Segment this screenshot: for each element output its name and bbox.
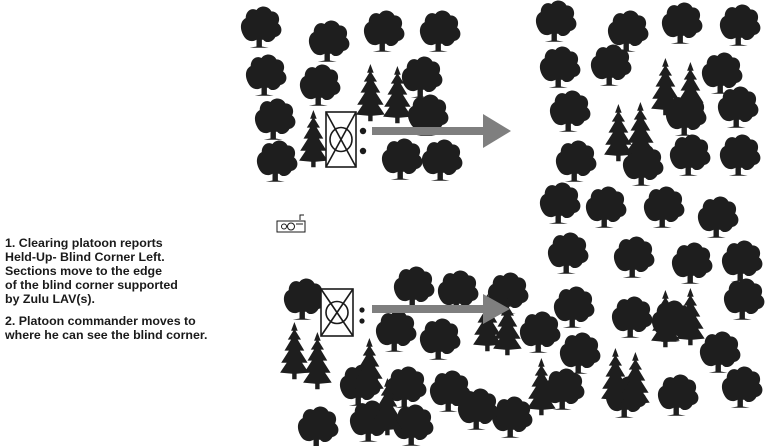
notes-panel: 1. Clearing platoon reports Held-Up- Bli… bbox=[5, 236, 267, 350]
deciduous-tree-icon bbox=[539, 46, 581, 88]
deciduous-tree-icon bbox=[657, 374, 699, 416]
movement-arrow bbox=[372, 294, 510, 324]
deciduous-tree-icon bbox=[539, 182, 581, 224]
deciduous-tree-icon bbox=[721, 240, 763, 282]
deciduous-tree-icon bbox=[590, 44, 632, 86]
deciduous-tree-icon bbox=[297, 406, 339, 446]
deciduous-tree-icon bbox=[375, 310, 417, 352]
deciduous-tree-icon bbox=[585, 186, 627, 228]
deciduous-tree-icon bbox=[254, 98, 296, 140]
deciduous-tree-icon bbox=[381, 138, 423, 180]
deciduous-tree-icon bbox=[363, 10, 405, 52]
deciduous-tree-icon bbox=[719, 4, 761, 46]
deciduous-tree-icon bbox=[491, 396, 533, 438]
deciduous-tree-icon bbox=[721, 366, 763, 408]
deciduous-tree-icon bbox=[240, 6, 282, 48]
deciduous-tree-icon bbox=[308, 20, 350, 62]
conifer-tree-icon bbox=[303, 332, 332, 390]
lav-vehicle-icon bbox=[276, 214, 306, 233]
deciduous-tree-icon bbox=[719, 134, 761, 176]
movement-arrow bbox=[372, 114, 511, 148]
deciduous-tree-icon bbox=[519, 311, 561, 353]
conifer-tree-icon bbox=[299, 110, 328, 168]
infantry-section-symbol bbox=[320, 288, 365, 337]
note-step-2: 2. Platoon commander moves to where he c… bbox=[5, 314, 208, 342]
deciduous-tree-icon bbox=[643, 186, 685, 228]
conifer-tree-icon bbox=[280, 322, 309, 380]
deciduous-tree-icon bbox=[419, 10, 461, 52]
deciduous-tree-icon bbox=[535, 0, 577, 42]
deciduous-tree-icon bbox=[697, 196, 739, 238]
deciduous-tree-icon bbox=[559, 332, 601, 374]
deciduous-tree-icon bbox=[549, 90, 591, 132]
deciduous-tree-icon bbox=[611, 296, 653, 338]
deciduous-tree-icon bbox=[299, 64, 341, 106]
deciduous-tree-icon bbox=[256, 140, 298, 182]
deciduous-tree-icon bbox=[553, 286, 595, 328]
infantry-section-symbol bbox=[325, 111, 367, 168]
deciduous-tree-icon bbox=[419, 318, 461, 360]
conifer-tree-icon bbox=[626, 102, 655, 160]
conifer-tree-icon bbox=[651, 58, 680, 116]
deciduous-tree-icon bbox=[283, 278, 325, 320]
deciduous-tree-icon bbox=[245, 54, 287, 96]
deciduous-tree-icon bbox=[669, 134, 711, 176]
deciduous-tree-icon bbox=[555, 140, 597, 182]
note-step-1: 1. Clearing platoon reports Held-Up- Bli… bbox=[5, 236, 178, 306]
deciduous-tree-icon bbox=[671, 242, 713, 284]
deciduous-tree-icon bbox=[661, 2, 703, 44]
conifer-tree-icon bbox=[676, 62, 705, 120]
deciduous-tree-icon bbox=[547, 232, 589, 274]
conifer-tree-icon bbox=[356, 64, 385, 122]
deciduous-tree-icon bbox=[393, 266, 435, 308]
deciduous-tree-icon bbox=[401, 56, 443, 98]
deciduous-tree-icon bbox=[613, 236, 655, 278]
deciduous-tree-icon bbox=[723, 278, 765, 320]
deciduous-tree-icon bbox=[699, 331, 741, 373]
deciduous-tree-icon bbox=[421, 139, 463, 181]
